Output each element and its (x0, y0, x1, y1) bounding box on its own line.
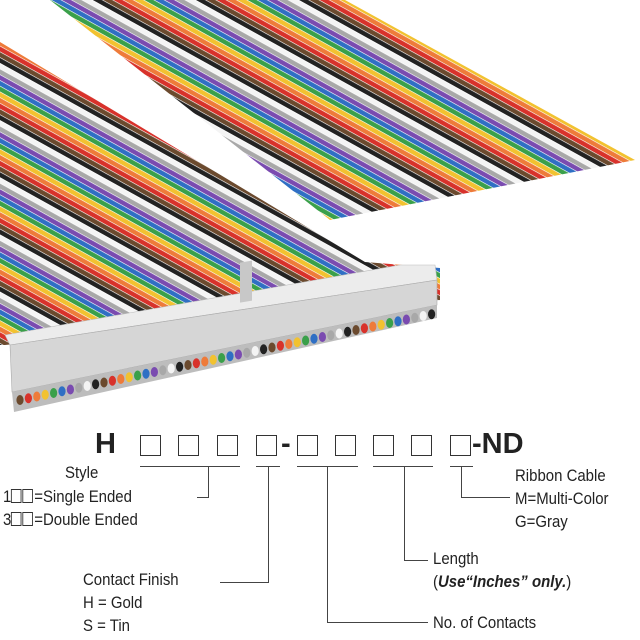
leader-style-h (197, 497, 209, 498)
wire-end (16, 395, 24, 405)
wire-end (75, 382, 83, 393)
length-note: (Use“Inches” only.) (433, 572, 572, 591)
wire-end (134, 370, 142, 381)
code-box-style-1 (140, 435, 161, 456)
wire-end (251, 346, 259, 356)
leader-contacts-h (327, 622, 428, 623)
wire-end (150, 367, 158, 377)
code-box-finish (256, 435, 277, 456)
wire-end (234, 349, 242, 360)
style-option-single: 1=Single Ended (3, 487, 132, 506)
wire-end (209, 354, 217, 365)
leader-style (208, 466, 209, 498)
leader-ribbon-h (461, 497, 510, 498)
code-box-contacts-2 (335, 435, 356, 456)
underline-length (373, 466, 433, 467)
code-box-contacts-1 (297, 435, 318, 456)
wire-end (318, 332, 326, 342)
wire-end (125, 372, 133, 383)
contacts-title: No. of Contacts (433, 613, 537, 632)
wire-end (344, 326, 352, 337)
code-box-style-3 (217, 435, 238, 456)
leader-ribbon (461, 466, 462, 498)
style-option-double: 3=Double Ended (3, 510, 138, 529)
wire-end (50, 388, 58, 398)
wire-end (394, 316, 402, 327)
part-suffix: -ND (472, 428, 524, 460)
style-title: Style (65, 463, 99, 482)
wire-end (184, 360, 192, 370)
leader-finish-h (220, 582, 269, 583)
wire-end (386, 318, 394, 328)
wire-end (293, 337, 301, 348)
code-box-length-1 (373, 435, 394, 456)
code-box-style-2 (178, 435, 199, 456)
underline-style (140, 466, 240, 467)
wire-end (285, 339, 293, 349)
code-box-ribbon (450, 435, 471, 456)
wire-end (369, 321, 377, 332)
wire-end (117, 374, 125, 384)
wire-end (335, 328, 343, 339)
ribbon-multicolor: M=Multi-Color (515, 489, 609, 508)
ribbon-title: Ribbon Cable (515, 466, 606, 485)
wire-end (24, 393, 32, 404)
contact-finish-tin: S = Tin (83, 616, 130, 635)
wire-end (243, 347, 251, 358)
wire-end (226, 351, 234, 362)
leader-finish (268, 466, 269, 583)
wire-end (201, 356, 209, 367)
contact-finish-gold: H = Gold (83, 593, 143, 612)
wire-end (176, 361, 184, 372)
part-separator: - (281, 428, 291, 460)
wire-end (66, 384, 74, 395)
wire-end (192, 358, 200, 369)
wire-end (411, 312, 419, 323)
wire-end (159, 365, 167, 376)
wire-end (260, 344, 268, 355)
part-prefix: H (95, 428, 116, 460)
wire-end (83, 381, 91, 391)
wire-end (360, 323, 368, 334)
wire-end (92, 379, 100, 390)
wire-end (58, 386, 66, 397)
wire-end (302, 335, 310, 346)
ribbon-gray: G=Gray (515, 512, 568, 531)
leader-contacts (327, 466, 328, 623)
wire-end (377, 319, 385, 330)
wire-end (100, 377, 108, 388)
wire-end (276, 340, 284, 351)
ribbon-cable-product-image (0, 0, 635, 412)
wire-end (428, 309, 436, 320)
wire-end (310, 333, 318, 344)
wire-end (402, 314, 410, 325)
wire-end (419, 311, 427, 321)
wire-end (218, 353, 226, 363)
length-title: Length (433, 549, 479, 568)
code-box-length-2 (411, 435, 432, 456)
wire-end (33, 391, 41, 402)
wire-end (167, 363, 175, 374)
wire-end (352, 325, 360, 335)
wire-end (41, 389, 49, 400)
wire-end (142, 368, 150, 379)
contact-finish-title: Contact Finish (83, 570, 179, 589)
leader-length (404, 466, 405, 561)
wire-end (327, 330, 335, 341)
wire-end (268, 342, 276, 353)
leader-length-h (404, 560, 428, 561)
wire-end (108, 375, 116, 386)
idc-connector (4, 260, 438, 412)
